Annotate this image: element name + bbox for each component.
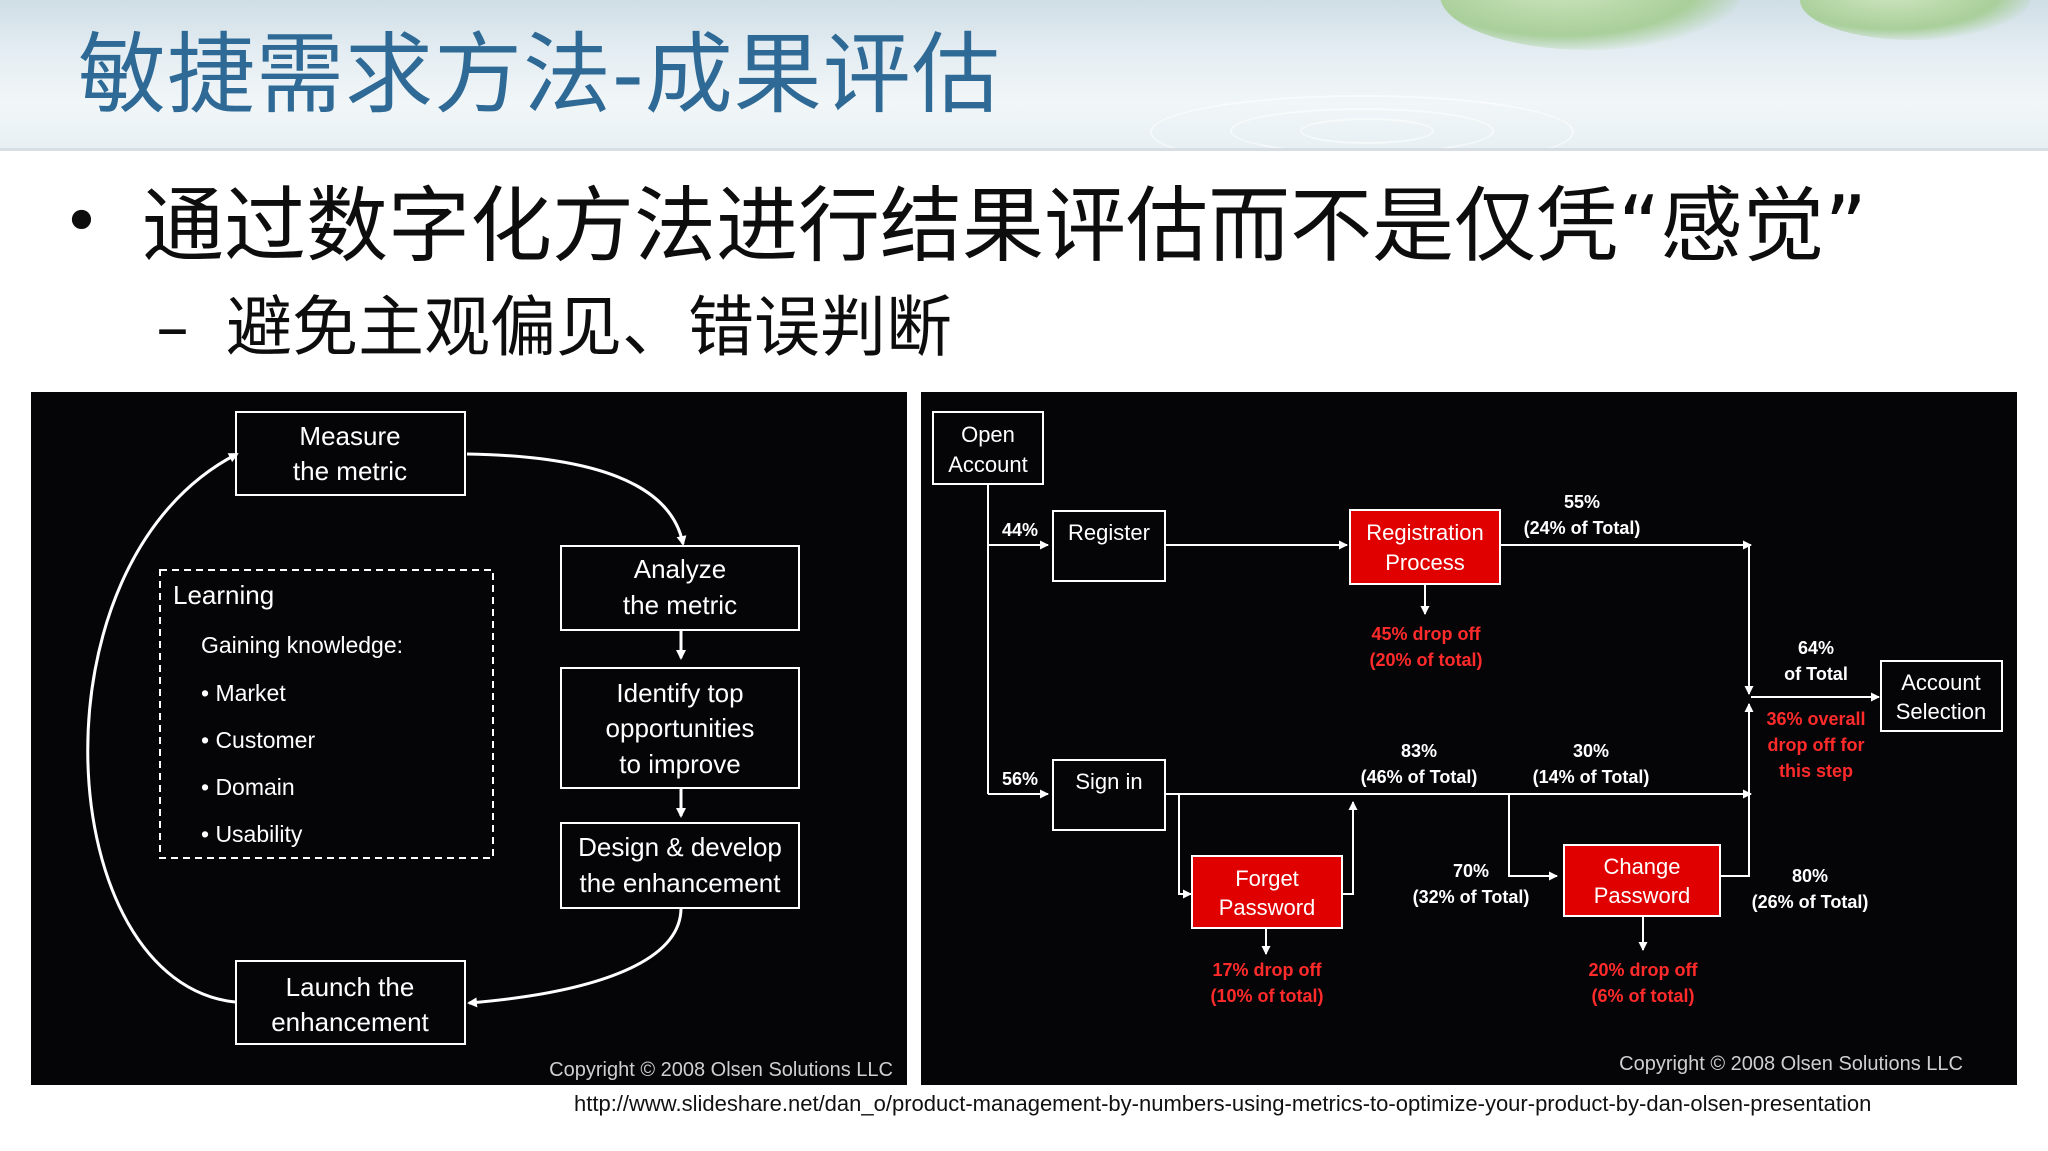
node-registration-process xyxy=(1349,509,1501,585)
sub-bullet-marker: – xyxy=(156,289,189,366)
forget-drop-line-1: 17% drop off xyxy=(1212,960,1322,980)
analyze-line-2: the metric xyxy=(623,590,737,620)
overall-drop-line-1: 36% overall xyxy=(1766,709,1865,729)
signin-pass-line-2: (46% of Total) xyxy=(1361,767,1478,787)
step-boxes xyxy=(235,411,800,1045)
analyze-line-1: Analyze xyxy=(634,554,727,584)
step-box-identify xyxy=(560,667,800,789)
learning-title: Learning xyxy=(173,580,274,610)
reg-drop-line-1: 45% drop off xyxy=(1371,624,1481,644)
node-sign-in xyxy=(1052,759,1166,831)
cycle-arrows xyxy=(86,452,687,1008)
forget-password-line-1: Forget xyxy=(1235,866,1299,891)
change-password-line-2: Password xyxy=(1594,883,1691,908)
open-account-line-1: Open xyxy=(961,422,1015,447)
forget-drop-line-2: (10% of total) xyxy=(1210,986,1323,1006)
signin-direct-line-1: 30% xyxy=(1573,741,1609,761)
step-box-measure xyxy=(235,411,466,496)
account-selection-line-2: Selection xyxy=(1896,699,1987,724)
cycle-diagram: Measure the metric Analyze the metric Id… xyxy=(86,411,893,1081)
step-box-analyze xyxy=(560,545,800,631)
reg-pass-line-2: (24% of Total) xyxy=(1524,518,1641,538)
sub-bullet-text: 避免主观偏见、错误判断 xyxy=(226,289,952,366)
node-change-password xyxy=(1563,844,1721,917)
register-label: Register xyxy=(1068,520,1150,545)
open-account-line-2: Account xyxy=(948,452,1028,477)
cycle-diagram-panel: Measure the metric Analyze the metric Id… xyxy=(31,392,907,1085)
registration-process-line-2: Process xyxy=(1385,550,1464,575)
to-change-line-2: (32% of Total) xyxy=(1413,887,1530,907)
title-divider xyxy=(0,148,2048,151)
water-ripple xyxy=(1300,118,1434,144)
learning-subtitle: Gaining knowledge: xyxy=(201,632,403,658)
overall-drop-line-2: drop off for xyxy=(1768,735,1865,755)
identify-line-3: to improve xyxy=(619,749,740,779)
signin-direct-line-2: (14% of Total) xyxy=(1533,767,1650,787)
design-line-2: the enhancement xyxy=(580,868,782,898)
total-reach-line-1: 64% xyxy=(1798,638,1834,658)
reg-pass-line-1: 55% xyxy=(1564,492,1600,512)
bullet-marker: • xyxy=(62,183,101,260)
bullet-level-2: –避免主观偏见、错误判断 xyxy=(156,288,952,367)
bullet-text: 通过数字化方法进行结果评估而不是仅凭“感觉” xyxy=(142,179,1867,274)
learning-box xyxy=(159,569,494,859)
funnel-boxes xyxy=(932,411,2003,929)
leaf-decoration xyxy=(1800,0,2030,40)
to-change-line-1: 70% xyxy=(1453,861,1489,881)
account-selection-line-1: Account xyxy=(1901,670,1981,695)
node-account-selection xyxy=(1880,660,2003,732)
funnel-diagram-panel: Open Account Register Registration Proce… xyxy=(921,392,2017,1085)
copyright-left: Copyright © 2008 Olsen Solutions LLC xyxy=(549,1059,893,1081)
sign-in-label: Sign in xyxy=(1075,769,1142,794)
water-ripple xyxy=(1230,108,1494,148)
register-share-label: 44% xyxy=(1002,520,1038,540)
reg-drop-line-2: (20% of total) xyxy=(1369,650,1482,670)
node-forget-password xyxy=(1191,855,1343,929)
title-band: 敏捷需求方法-成果评估 xyxy=(0,0,2048,148)
signin-pass-line-1: 83% xyxy=(1401,741,1437,761)
overall-drop-line-3: this step xyxy=(1779,761,1853,781)
identify-line-1: Identify top xyxy=(616,678,743,708)
bullet-level-1: • 通过数字化方法进行结果评估而不是仅凭“感觉” xyxy=(62,178,1867,276)
learning-item: • Market xyxy=(201,680,286,706)
measure-line-2: the metric xyxy=(293,456,407,486)
node-open-account xyxy=(932,411,1044,485)
step-box-design xyxy=(560,822,800,909)
learning-item: • Usability xyxy=(201,821,303,847)
leaf-decoration xyxy=(1440,0,1740,50)
learning-item: • Customer xyxy=(201,727,315,753)
step-box-launch xyxy=(235,960,466,1045)
change-drop-line-2: (6% of total) xyxy=(1592,986,1695,1006)
funnel-connectors xyxy=(987,484,1880,955)
change-password-line-1: Change xyxy=(1603,854,1680,879)
forget-password-line-2: Password xyxy=(1219,895,1316,920)
design-line-1: Design & develop xyxy=(578,832,782,862)
measure-line-1: Measure xyxy=(299,421,400,451)
launch-line-1: Launch the xyxy=(286,972,415,1002)
node-register xyxy=(1052,510,1166,582)
total-reach-line-2: of Total xyxy=(1784,664,1848,684)
signin-share-label: 56% xyxy=(1002,769,1038,789)
change-pass-line-1: 80% xyxy=(1792,866,1828,886)
launch-line-2: enhancement xyxy=(271,1007,429,1037)
change-drop-line-1: 20% drop off xyxy=(1588,960,1698,980)
source-url: http://www.slideshare.net/dan_o/product-… xyxy=(574,1091,1872,1116)
change-pass-line-2: (26% of Total) xyxy=(1752,892,1869,912)
identify-line-2: opportunities xyxy=(606,713,755,743)
registration-process-line-1: Registration xyxy=(1366,520,1483,545)
learning-item: • Domain xyxy=(201,774,295,800)
slide-title: 敏捷需求方法-成果评估 xyxy=(78,23,1001,126)
funnel-diagram: Open Account Register Registration Proce… xyxy=(932,411,2003,1075)
copyright-right: Copyright © 2008 Olsen Solutions LLC xyxy=(1619,1053,1963,1075)
